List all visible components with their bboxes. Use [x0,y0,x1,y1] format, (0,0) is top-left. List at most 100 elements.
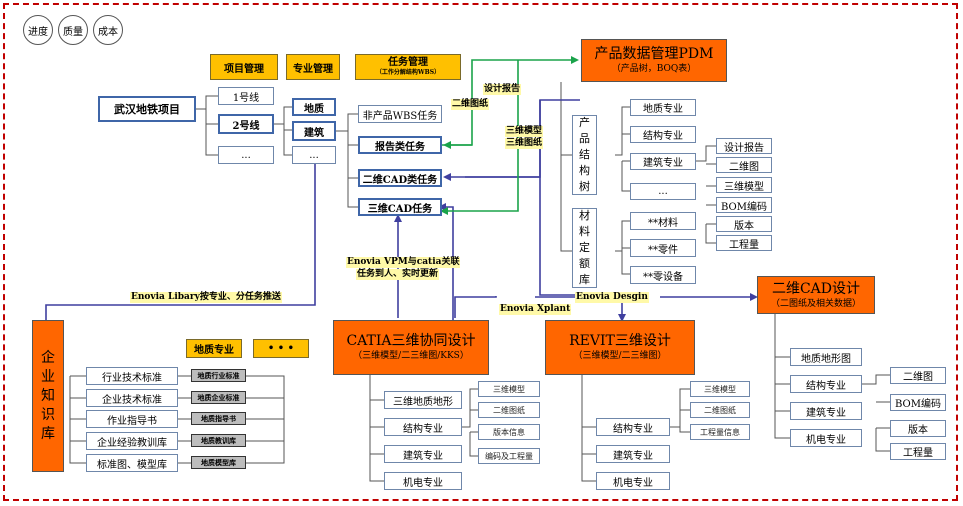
label-3d-model: 三维模型 [505,126,544,137]
kb-geology-header: 地质专业 [186,339,242,358]
cad2d-out-quantity: 工程量 [890,443,946,460]
label-enovia-vpm-2: 任务到人、实时更新 [356,269,440,280]
product-tree-node: 产品结构树 [572,115,597,195]
quality-circle: 质量 [58,15,88,45]
vertical-char: 知 [41,387,55,404]
diagram-frame [3,3,958,501]
revit-item-structure: 结构专业 [596,418,670,436]
equipment-item: **零设备 [630,266,696,284]
vertical-char: 树 [579,180,590,193]
catia-item-mep: 机电专业 [384,472,462,490]
kb-lib-lessons: 地质教训库 [191,434,246,447]
kb-industry-standards: 行业技术标准 [86,367,178,385]
catia-out-2d: 二维图纸 [478,402,540,418]
line-2-node: 2号线 [218,114,274,134]
kb-standard-models: 标准图、模型库 [86,454,178,472]
label-enovia-vpm: Enovia VPM与catia关联 [346,257,461,268]
discipline-mgmt-header: 专业管理 [286,54,340,80]
vertical-char: 企 [41,349,55,366]
revit-out-3d: 三维模型 [690,381,750,397]
circle-label: 质量 [63,26,83,38]
cad2d-item-mep: 机电专业 [790,429,862,447]
kb-lib-enterprise: 地质企业标准 [191,391,246,404]
cad2d-out-bom: BOM编码 [890,394,946,411]
revit-subtitle: （三维模型/二三维图） [573,351,667,361]
vertical-char: 定 [579,241,590,254]
task-report: 报告类任务 [358,136,442,154]
building-node: 建筑 [292,121,336,141]
cost-circle: 成本 [93,15,123,45]
task-3d-cad: 三维CAD任务 [358,198,442,216]
pdm-geology: 地质专业 [630,99,696,116]
kb-more-header: • • • [253,339,309,358]
catia-item-building: 建筑专业 [384,445,462,463]
catia-item-terrain: 三维地质地形 [384,391,462,409]
catia-out-version: 版本信息 [478,424,540,440]
revit-item-mep: 机电专业 [596,472,670,490]
catia-subtitle: （三维模型/二三维图/KKS） [353,351,469,361]
pdm-more: ... [630,183,696,200]
vertical-char: 业 [41,368,55,385]
material-item: **材料 [630,212,696,230]
line-1-node: 1号线 [218,87,274,105]
project-node: 武汉地铁项目 [98,96,196,122]
catia-title: CATIA三维协同设计 [346,333,476,349]
catia-out-3d: 三维模型 [478,381,540,397]
progress-circle: 进度 [23,15,53,45]
material-quota-node: 材料定额库 [572,208,597,288]
kb-lib-industry: 地质行业标准 [191,369,246,382]
pdm-out-bom: BOM编码 [716,197,772,213]
revit-node: REVIT三维设计 （三维模型/二三维图） [545,320,695,375]
revit-out-quantity: 工程量信息 [690,424,750,440]
kb-lib-guide: 地质指导书 [191,412,246,425]
pdm-out-3d: 三维模型 [716,177,772,193]
label-3d-drawing: 三维图纸 [505,138,544,149]
vertical-char: 结 [579,148,590,161]
circle-label: 进度 [28,26,48,38]
kb-lessons: 企业经验教训库 [86,432,178,450]
circle-label: 成本 [98,26,118,38]
pdm-out-quantity: 工程量 [716,235,772,251]
pdm-building: 建筑专业 [630,153,696,170]
pdm-structure: 结构专业 [630,126,696,143]
kb-enterprise-standards: 企业技术标准 [86,389,178,407]
pdm-out-version: 版本 [716,216,772,232]
vertical-char: 产 [579,116,590,129]
vertical-char: 材 [579,209,590,222]
knowledge-base-node: 企业知识库 [32,320,64,472]
vertical-char: 品 [579,132,590,145]
project-mgmt-header: 项目管理 [210,54,278,80]
label-design-report: 设计报告 [483,84,522,95]
vertical-char: 库 [579,273,590,286]
kb-lib-models: 地质模型库 [191,456,246,469]
cad2d-item-structure: 结构专业 [790,375,862,393]
catia-out-code: 编码及工程量 [478,448,540,464]
discipline-more-node: ... [292,146,336,164]
cad2d-node: 二维CAD设计 （二图纸及相关数据） [757,276,875,314]
pdm-node: 产品数据管理PDM （产品树，BOQ表） [581,39,727,82]
cad2d-item-building: 建筑专业 [790,402,862,420]
pdm-out-2d: 二维图 [716,157,772,173]
label-2d-drawing: 二维图纸 [451,99,490,110]
task-2d-cad: 二维CAD类任务 [358,169,442,187]
cad2d-title: 二维CAD设计 [771,280,861,297]
kb-work-guides: 作业指导书 [86,410,178,428]
catia-item-structure: 结构专业 [384,418,462,436]
cad2d-subtitle: （二图纸及相关数据） [770,298,861,309]
cad2d-out-2d: 二维图 [890,367,946,384]
task-mgmt-header: 任务管理 （工作分解结构WBS） [355,54,461,80]
vertical-char: 库 [41,425,55,442]
pdm-out-report: 设计报告 [716,138,772,154]
revit-out-2d: 二维图纸 [690,402,750,418]
task-mgmt-title: 任务管理 [388,57,428,68]
label-enovia-design: Enovia Desgin [575,292,649,303]
geology-node: 地质 [292,98,336,116]
catia-node: CATIA三维协同设计 （三维模型/二三维图/KKS） [333,320,489,375]
label-enovia-xplant: Enovia Xplant [499,304,572,315]
vertical-char: 构 [579,164,590,177]
revit-title: REVIT三维设计 [569,333,671,349]
line-more-node: ... [218,146,274,164]
vertical-char: 额 [579,257,590,270]
revit-item-building: 建筑专业 [596,445,670,463]
label-enovia-library: Enovia Libary按专业、分任务推送 [130,292,282,303]
